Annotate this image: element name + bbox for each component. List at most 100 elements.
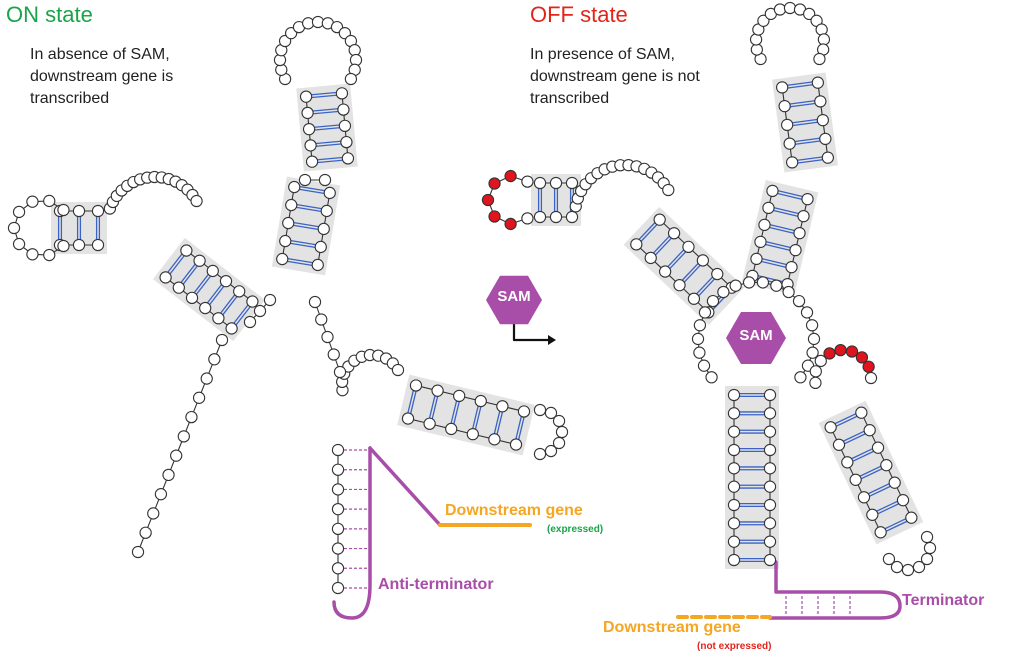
free-sam-label: SAM — [497, 288, 531, 305]
base-pair — [222, 296, 238, 316]
nucleotide — [335, 87, 349, 100]
base-pair — [792, 118, 818, 124]
sam-contact-nucleotide — [834, 343, 847, 357]
nucleotide — [331, 502, 345, 516]
sam-contact-nucleotide — [488, 177, 501, 190]
nucleotide — [658, 265, 672, 278]
nucleotide — [809, 365, 822, 378]
nucleotide — [763, 553, 777, 567]
nucleotide — [855, 406, 868, 419]
off-gene-status: (not expressed) — [697, 641, 772, 652]
nucleotide — [26, 248, 39, 261]
base-pair — [876, 500, 898, 512]
base-pair — [787, 81, 813, 86]
nucleotide — [705, 371, 718, 384]
base-pair — [296, 206, 322, 213]
base-pair — [869, 485, 891, 497]
nucleotide — [233, 285, 246, 298]
nucleotide — [285, 198, 298, 212]
nucleotide — [770, 279, 783, 292]
nucleotide — [783, 1, 797, 15]
base-pair — [493, 411, 501, 434]
helix-shading — [818, 400, 924, 545]
nucleotide — [866, 508, 879, 521]
nucleotide — [662, 183, 675, 197]
nucleotide — [341, 152, 355, 165]
nucleotide — [337, 103, 350, 116]
nucleotide — [807, 332, 821, 346]
base-pair — [777, 192, 802, 200]
nucleotide — [773, 3, 787, 16]
base-pair — [313, 110, 339, 115]
nucleotide — [131, 545, 145, 559]
nucleotide — [565, 176, 579, 190]
nucleotide — [786, 156, 799, 169]
base-pair — [797, 156, 823, 161]
nucleotide — [193, 254, 206, 267]
base-pair — [193, 274, 209, 293]
nucleotide — [667, 227, 681, 240]
nucleotide — [533, 210, 547, 224]
nucleotide — [212, 312, 225, 325]
nucleotide — [549, 210, 563, 224]
base-pair — [496, 411, 504, 435]
nucleotide — [811, 76, 824, 89]
nucleotide — [782, 285, 795, 299]
base-pair — [518, 417, 525, 440]
nucleotide — [279, 234, 292, 248]
base-pair — [640, 224, 658, 242]
nucleotide — [896, 494, 910, 507]
base-pair — [167, 253, 183, 273]
nucleotide — [555, 425, 569, 439]
nucleotide — [225, 322, 238, 335]
nucleotide — [206, 264, 219, 278]
nucleotide — [12, 205, 26, 219]
nucleotide — [783, 137, 796, 150]
nucleotide — [888, 476, 901, 489]
base-pair — [861, 468, 883, 480]
off-downstream-gene-label: Downstream gene — [603, 619, 741, 636]
nucleotide — [423, 417, 436, 430]
nucleotide — [243, 315, 257, 329]
nucleotide — [302, 123, 316, 136]
on-gene-status: (expressed) — [547, 524, 604, 535]
nucleotide — [533, 447, 547, 461]
nucleotide — [147, 507, 160, 520]
nucleotide — [219, 274, 233, 288]
nucleotide — [180, 244, 193, 257]
nucleotide — [521, 212, 534, 225]
nucleotide — [7, 221, 21, 235]
nucleotide — [263, 293, 277, 307]
helix-shading — [397, 374, 535, 456]
nucleotide — [43, 194, 56, 208]
base-pair — [773, 209, 798, 217]
base-pair — [667, 249, 685, 267]
nucleotide — [185, 410, 198, 424]
base-pair — [884, 518, 906, 530]
base-pair — [431, 396, 439, 419]
base-pair — [836, 415, 858, 427]
nucleotide — [311, 258, 324, 272]
off-state-title: OFF state — [530, 2, 628, 27]
nucleotide — [314, 240, 327, 254]
nucleotide — [687, 292, 701, 305]
nucleotide — [552, 414, 566, 428]
nucleotide — [832, 438, 846, 451]
base-pair — [844, 433, 866, 445]
nucleotide — [317, 222, 330, 236]
base-pair — [315, 140, 341, 145]
nucleotide — [544, 406, 558, 420]
base-pair — [453, 401, 460, 424]
base-pair — [317, 156, 343, 161]
nucleotide — [793, 226, 806, 240]
helix-shading — [741, 180, 819, 295]
nucleotide — [789, 243, 802, 257]
base-pair — [859, 465, 881, 477]
sam-contact-nucleotide — [855, 351, 869, 364]
base-pair — [299, 188, 325, 195]
nucleotide — [717, 285, 730, 299]
nucleotide — [43, 248, 56, 262]
nucleotide — [533, 403, 547, 417]
nucleotide — [763, 462, 777, 475]
nucleotide — [338, 119, 352, 132]
